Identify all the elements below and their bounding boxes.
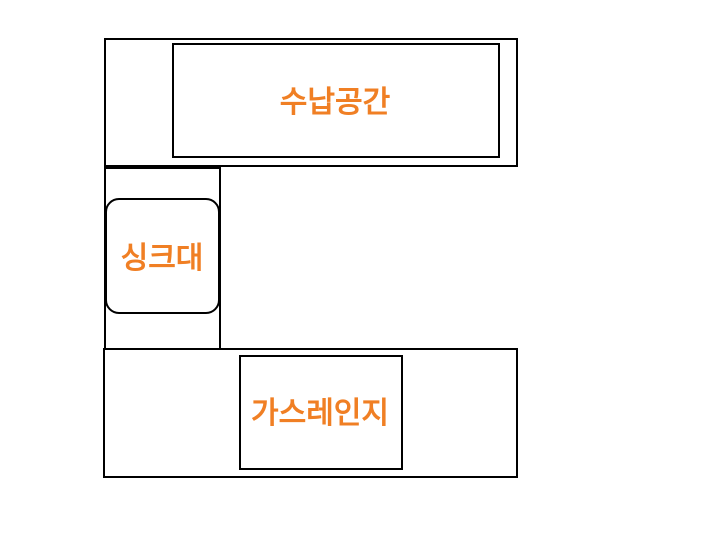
sink — [105, 198, 220, 314]
bottom-counter — [103, 348, 518, 478]
top-counter — [104, 38, 518, 167]
storage-cabinet — [172, 43, 500, 158]
stove-label: 가스레인지 — [251, 396, 389, 431]
gas-range — [239, 355, 403, 470]
sink-label: 싱크대 — [120, 241, 204, 276]
storage-label: 수납공간 — [279, 85, 391, 120]
